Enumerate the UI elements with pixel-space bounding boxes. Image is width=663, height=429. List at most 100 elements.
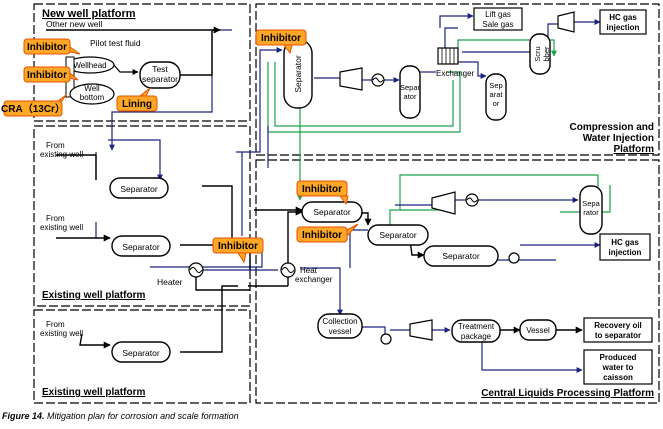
svg-text:injection: injection [607,23,640,32]
lift-sale-gas-box [473,7,523,31]
existing-well-platform-top-border [33,125,251,307]
svg-text:Separator: Separator [313,207,350,217]
water-line-separator-v [560,185,611,213]
svg-text:Test: Test [152,64,168,74]
produced-water-box [583,349,653,385]
svg-text:existing well: existing well [40,150,83,159]
svg-text:Well: Well [84,84,100,93]
svg-text:Inhibitor: Inhibitor [218,241,258,252]
flow-to-produced-water [481,340,583,373]
inhibitor-callout-new-well-2: Inhibitor [23,66,79,83]
flow-heater-out [195,270,250,291]
svg-text:From: From [46,141,65,150]
figure-caption-label: Figure 14. [2,411,45,421]
svg-text:or: or [493,99,500,108]
compressor-icon [339,67,363,91]
svg-text:Separator: Separator [442,251,479,261]
lining-callout: Lining [116,87,158,112]
svg-text:Sep: Sep [489,81,502,90]
svg-text:Separator: Separator [122,348,159,358]
svg-text:vessel: vessel [329,327,352,336]
compression-separator-small-2 [485,73,507,121]
hc-gas-injection-top [599,9,647,35]
compression-platform-border [255,3,660,156]
water-line-loop-1 [267,62,461,133]
svg-text:Lift gas: Lift gas [485,10,511,19]
inhibitor-callout-new-well-1: Inhibitor [23,38,81,55]
central-separator-2 [367,224,429,246]
svg-text:Inhibitor: Inhibitor [302,184,342,195]
svg-text:Platform: Platform [613,144,654,155]
existing-separator-2 [111,235,171,257]
svg-text:bottom: bottom [80,93,105,102]
flow-to-compression-separator [236,47,283,153]
svg-text:Treatment: Treatment [458,322,495,331]
svg-text:Sepa: Sepa [582,199,600,208]
svg-text:existing well: existing well [40,223,83,232]
svg-text:Produced: Produced [600,353,637,362]
svg-text:Collection: Collection [322,317,357,326]
existing-well-platform-bottom-border [33,309,251,404]
existing-separator-1 [109,177,169,199]
svg-text:Recovery oil: Recovery oil [594,321,642,330]
flow-heater-line [150,250,263,268]
water-line-scrubber [457,39,557,57]
compressor-icon-3 [431,191,456,215]
inhibitor-callout-compression: Inhibitor [255,29,307,55]
svg-text:caisson: caisson [603,373,633,382]
inhibitor-callout-central-1: Inhibitor [296,180,349,206]
svg-text:water to: water to [602,363,634,372]
svg-text:package: package [461,332,492,341]
svg-text:Inhibitor: Inhibitor [27,42,67,53]
compression-section: Separator Separ ator Exchanger Sep arat … [283,7,647,121]
pump-icon-2 [380,333,392,345]
svg-text:Vessel: Vessel [526,326,550,335]
svg-text:exchanger: exchanger [295,275,333,284]
svg-text:Sale gas: Sale gas [482,20,513,29]
new-well-platform-border [33,3,251,122]
svg-text:existing well: existing well [40,329,83,338]
flow-test-sep-out [180,30,213,76]
svg-text:Inhibitor: Inhibitor [302,230,342,241]
svg-text:CRA（13Cr）: CRA（13Cr） [1,102,65,115]
new-well-section: Other new well Pilot test fluid Wellhead… [46,19,213,105]
flow-existing-well-3-line [79,333,111,349]
central-platform-title: Central Liquids Processing Platform [481,388,654,399]
svg-text:Separator: Separator [293,55,303,92]
svg-text:injection: injection [609,248,642,257]
compressor-icon-2 [557,11,575,33]
collection-vessel [317,313,363,339]
svg-text:bber: bber [542,46,551,62]
svg-text:Inhibitor: Inhibitor [261,33,301,44]
figure-caption-text: Mitigation plan for corrosion and scale … [47,411,239,421]
flow-scrubber-to-comp [547,23,558,42]
existing-separator-3 [111,341,171,363]
region-borders [33,3,660,404]
exchanger-label: Exchanger [436,69,475,78]
water-line-loop-2 [274,62,454,127]
svg-text:Separator: Separator [122,242,159,252]
svg-text:arat: arat [490,90,504,99]
flow-to-collection [300,267,343,316]
flow-collection-to-pump [358,326,386,334]
hc-gas-injection-central [599,233,651,261]
svg-text:separator: separator [142,74,178,84]
svg-text:Separator: Separator [120,184,157,194]
other-new-well-label: Other new well [46,19,102,29]
callouts: Inhibitor Inhibitor CRA（13Cr） Lining Inh… [1,29,359,264]
flow-exch-to-lift-gas [444,27,458,48]
inhibitor-callout-central-2: Inhibitor [296,223,359,243]
exchanger-icon [437,47,459,65]
central-separator-vertical [579,185,603,235]
svg-text:Scru: Scru [533,46,542,61]
svg-text:From: From [46,214,65,223]
central-separator-1 [301,201,363,223]
flow-wellhead-to-test-sep [113,64,139,75]
flow-sep1-to-sep2 [362,212,372,226]
existing-well-platform-title-top: Existing well platform [42,290,145,301]
inhibitor-callout-existing: Inhibitor [212,237,264,264]
treatment-package [451,319,501,343]
central-separator-3 [423,245,499,267]
svg-text:ator: ator [404,92,417,101]
